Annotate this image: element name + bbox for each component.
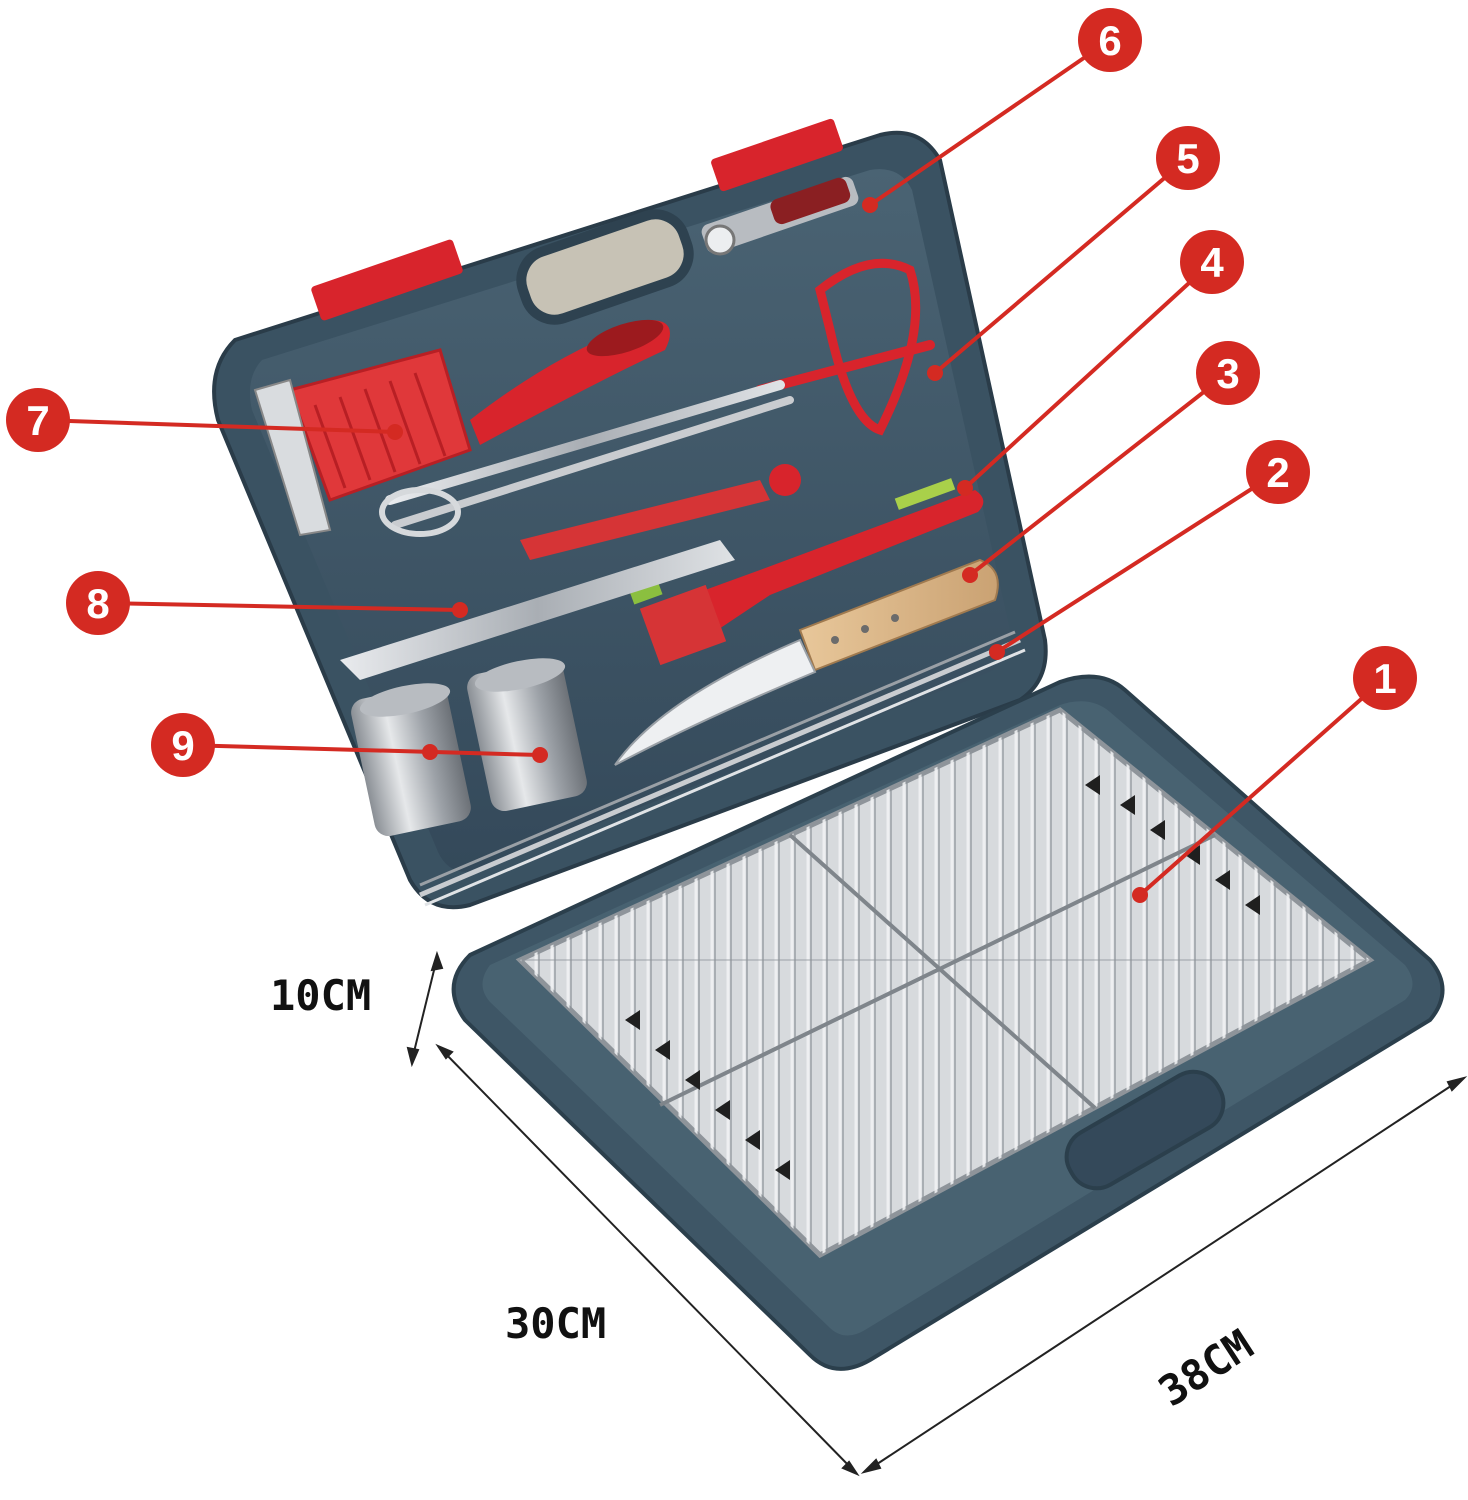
shakers-tool [351, 658, 587, 837]
callout-5: 5 [927, 126, 1220, 381]
silicone-brush-tool [627, 478, 984, 666]
callout-2: 2 [989, 440, 1310, 660]
callout-9: 9 [151, 713, 548, 777]
dimension-lines [406, 950, 1468, 1477]
dimension-width-label: 38CM [1150, 1320, 1262, 1416]
callout-6: 6 [862, 8, 1142, 213]
bottle-opener-tool [701, 176, 859, 256]
lid-handle [516, 209, 694, 325]
callout-8: 8 [66, 571, 468, 635]
callout-7: 7 [6, 388, 403, 452]
callout-7-label: 7 [26, 397, 49, 444]
skewers-tool [419, 630, 1026, 907]
callout-1: 1 [1132, 646, 1417, 903]
latch-left [311, 239, 463, 321]
callout-8-label: 8 [86, 580, 109, 627]
basting-brush-tool [253, 319, 670, 537]
dimension-height-label: 10CM [270, 971, 371, 1020]
callout-3-label: 3 [1216, 350, 1239, 397]
steel-tongs-tool [340, 464, 801, 680]
latch-right [711, 118, 843, 192]
base-handle [1064, 1069, 1226, 1191]
callout-2-label: 2 [1266, 449, 1289, 496]
grill-grate [515, 707, 1375, 1259]
dimension-depth-label: 30CM [505, 1299, 606, 1348]
callout-4-label: 4 [1200, 239, 1224, 286]
callout-6-label: 6 [1098, 17, 1121, 64]
callout-3: 3 [962, 341, 1260, 583]
tongs-tool [379, 258, 935, 537]
callout-4: 4 [957, 230, 1244, 496]
callout-9-label: 9 [171, 722, 194, 769]
callout-1-label: 1 [1373, 655, 1396, 702]
knife-tool [614, 558, 999, 766]
callout-5-label: 5 [1176, 135, 1199, 182]
